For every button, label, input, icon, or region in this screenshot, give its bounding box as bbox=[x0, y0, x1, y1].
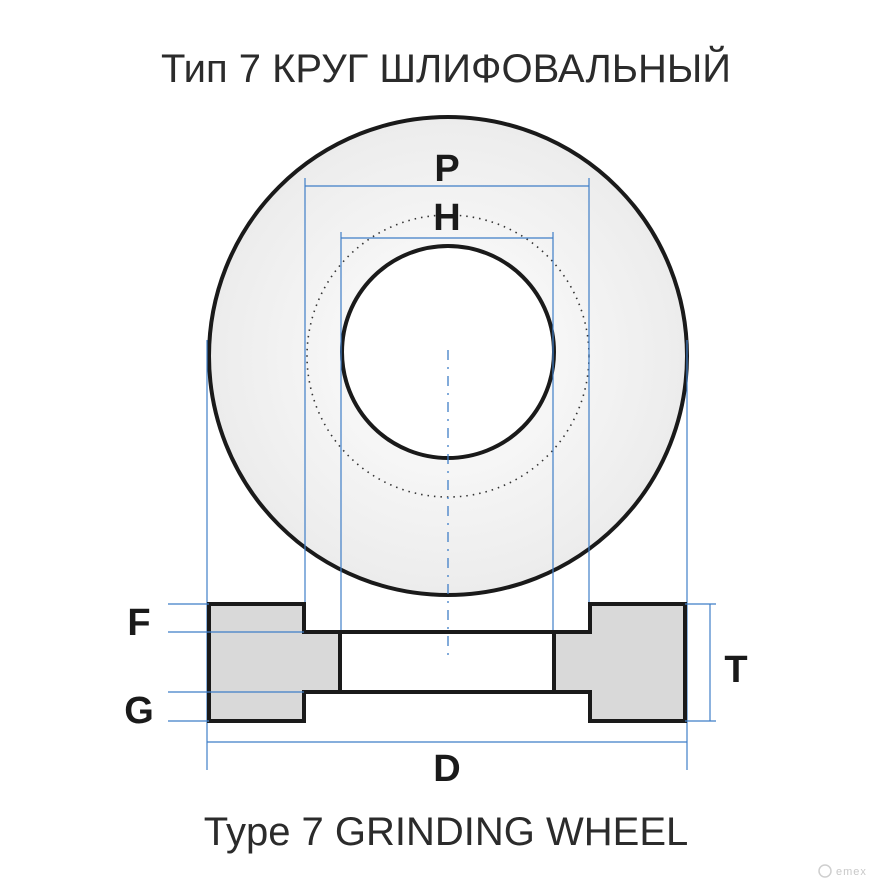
label-t: T bbox=[724, 649, 747, 691]
label-f: F bbox=[127, 602, 150, 644]
label-d: D bbox=[433, 748, 460, 790]
watermark-circle-icon bbox=[818, 864, 832, 878]
title-english: Type 7 GRINDING WHEEL bbox=[204, 810, 689, 854]
watermark-logo: emex bbox=[818, 864, 867, 878]
watermark-text: emex bbox=[836, 866, 867, 878]
label-p: P bbox=[434, 148, 459, 190]
title-russian: Тип 7 КРУГ ШЛИФОВАЛЬНЫЙ bbox=[161, 45, 731, 91]
section-right bbox=[552, 602, 687, 723]
label-h: H bbox=[433, 197, 460, 239]
section-left bbox=[207, 602, 342, 723]
label-g: G bbox=[124, 690, 154, 732]
